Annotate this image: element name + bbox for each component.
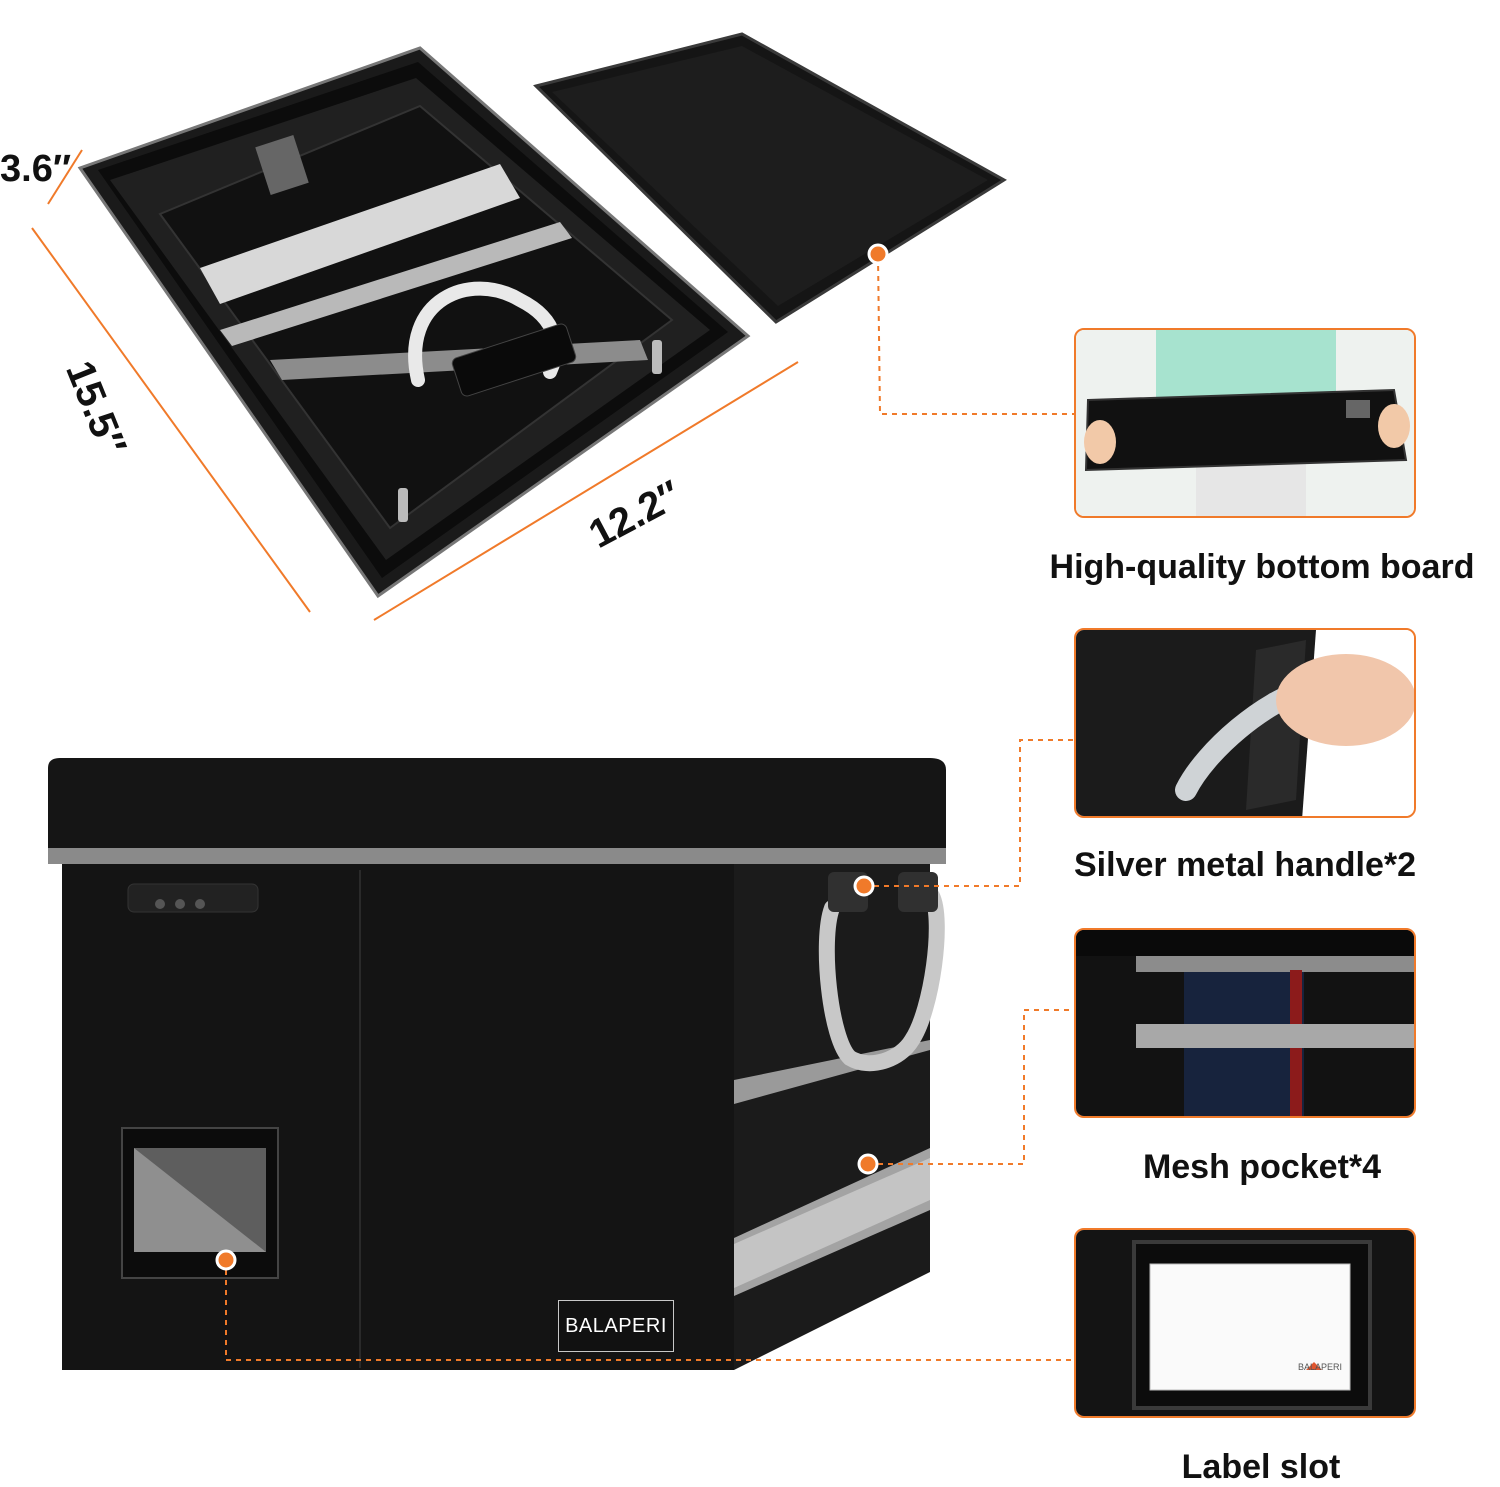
height-label: 3.6″	[0, 148, 72, 190]
zipper-icon	[398, 340, 662, 522]
combination-lock-icon	[127, 883, 259, 913]
length-dimension-line	[31, 227, 311, 613]
caption-bottom-board: High-quality bottom board	[1049, 548, 1475, 586]
width-dimension-line	[373, 361, 799, 621]
caption-mesh-pocket: Mesh pocket*4	[1142, 1148, 1382, 1186]
dimension-lines	[31, 149, 799, 621]
thumb-mesh-pocket	[1074, 928, 1416, 1118]
box-lid	[48, 758, 946, 856]
callout-dot-icon	[857, 1153, 879, 1175]
callout-lines	[225, 255, 1076, 1361]
thumb-brand-mark: BALAPERI	[1298, 1362, 1343, 1372]
storage-box	[48, 758, 946, 1370]
callout-line-handle	[864, 739, 1076, 887]
handle-icon	[818, 888, 945, 1072]
callout-dots	[215, 243, 889, 1271]
thumb-label-slot	[1074, 1228, 1416, 1418]
caption-label-slot: Label slot	[1181, 1448, 1341, 1486]
callout-line-board	[877, 255, 1076, 415]
thumb-metal-handle	[1074, 628, 1416, 818]
callout-line-pocket	[868, 1009, 1076, 1165]
height-dimension-line	[47, 149, 83, 205]
callout-dot-icon	[867, 243, 889, 265]
box-front	[62, 864, 734, 1370]
label-slot	[121, 1127, 279, 1279]
callout-dot-icon	[853, 875, 875, 897]
callout-line-label	[225, 1260, 1076, 1361]
callout-dot-icon	[215, 1249, 237, 1271]
open-tray	[77, 46, 751, 599]
lid-trim	[48, 848, 946, 864]
thumb-bottom-board	[1074, 328, 1416, 518]
brand-tag: BALAPERI	[558, 1300, 674, 1352]
caption-metal-handle: Silver metal handle*2	[1074, 846, 1417, 884]
reflective-strip	[200, 164, 520, 304]
